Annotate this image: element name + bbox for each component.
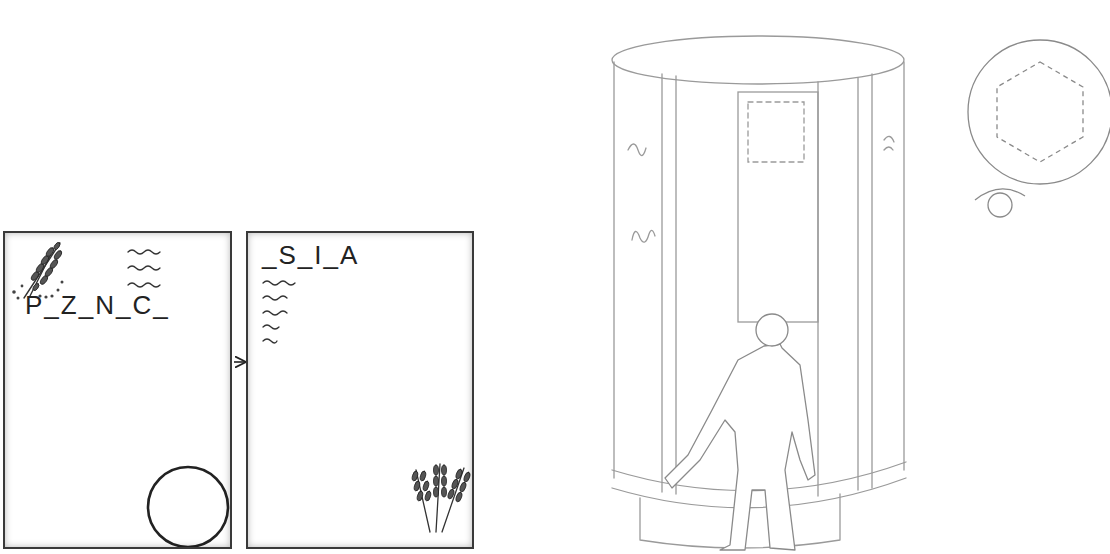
kiosk-panel (738, 92, 818, 322)
wheat-right (411, 464, 471, 532)
person-body (665, 344, 815, 550)
top-view-outline (968, 40, 1110, 184)
card-box: P_Z_N_C_ (3, 231, 232, 549)
grain (413, 481, 420, 492)
squiggle (263, 339, 277, 343)
kiosk-screen (748, 102, 804, 162)
grain (411, 471, 418, 482)
grain (45, 246, 55, 257)
grain (463, 471, 471, 482)
flow-arrow (234, 361, 245, 363)
grain (442, 476, 447, 486)
kiosk-top (612, 36, 904, 84)
squiggle (263, 325, 279, 329)
person-head (756, 314, 788, 346)
seed (17, 297, 20, 300)
wheat-stalk (442, 468, 464, 532)
squiggle (263, 296, 287, 300)
grain (49, 258, 59, 269)
grain (434, 476, 439, 486)
grain (434, 487, 439, 497)
kiosk-top-view (968, 40, 1110, 217)
grain (416, 491, 423, 502)
grain (447, 488, 455, 499)
card-word: _S_I_A (262, 241, 359, 270)
grain (451, 478, 459, 489)
squiggle (263, 311, 287, 315)
seed (12, 290, 16, 294)
squiggle (128, 283, 160, 287)
grain (422, 481, 429, 492)
kiosk-side (613, 62, 614, 478)
panel-scribble (884, 136, 894, 150)
card-word: P_Z_N_C_ (25, 291, 170, 320)
grain (459, 481, 467, 492)
grain (419, 471, 426, 482)
grain (442, 487, 447, 497)
top-view-screens (997, 62, 1083, 162)
card-box: _S_I_A (246, 231, 474, 549)
panel-scribble (628, 144, 655, 242)
person-figure (665, 314, 815, 550)
circle-mark (148, 467, 228, 547)
wheat-stalk (24, 243, 60, 298)
grain (455, 468, 463, 479)
grain (455, 491, 463, 502)
wheat-grains (411, 465, 471, 503)
grain (442, 465, 447, 475)
grain (53, 241, 61, 250)
top-view-head (988, 193, 1012, 217)
seed (61, 281, 64, 284)
squiggle (263, 281, 295, 285)
kiosk-side (903, 62, 904, 470)
grain (434, 465, 439, 475)
squiggle (128, 266, 160, 270)
grain (53, 249, 63, 260)
kiosk-post (818, 74, 872, 496)
squiggle (128, 250, 160, 254)
seed (21, 285, 24, 288)
kiosk-post (662, 74, 676, 494)
grain (424, 491, 431, 502)
wheat-grains (30, 241, 63, 291)
